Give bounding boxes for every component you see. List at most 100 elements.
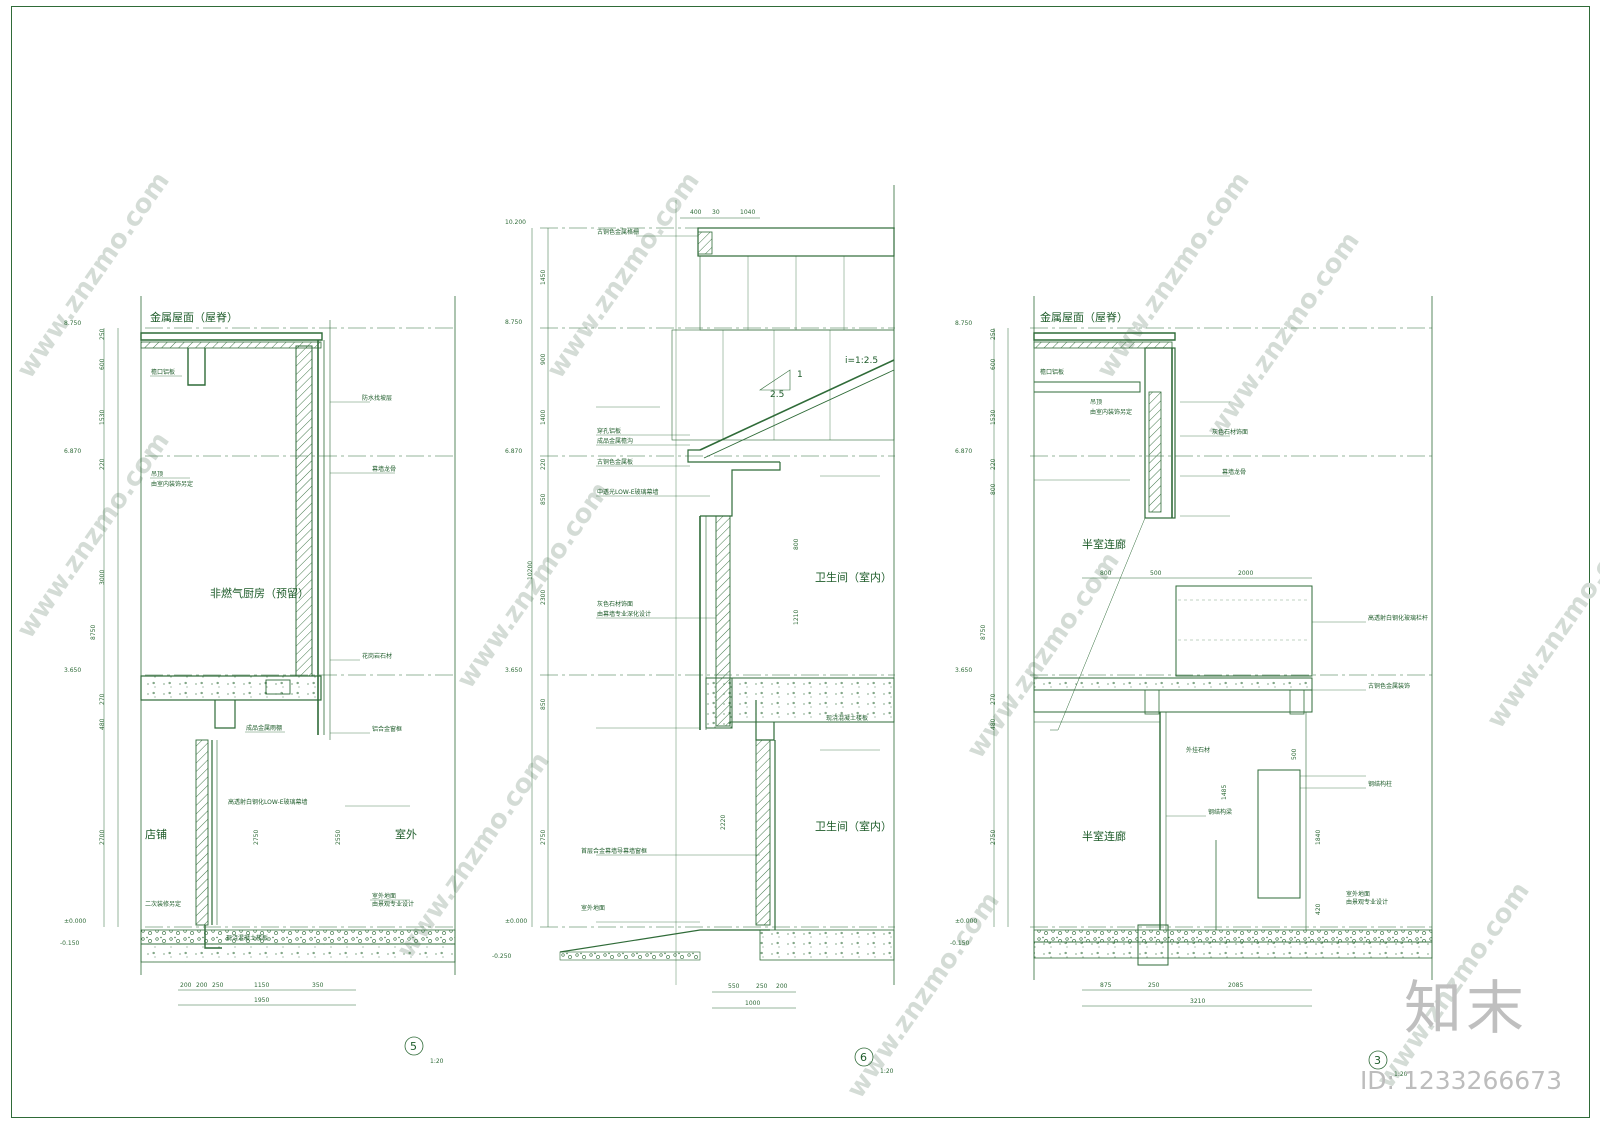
annotation: 中透光LOW-E玻璃幕墙 — [597, 488, 659, 496]
top-dim: 400 — [690, 209, 702, 216]
annotation: 成品金属雨棚 — [246, 724, 282, 732]
level-mark: 6.870 — [64, 448, 81, 455]
top-dim: 1040 — [740, 209, 755, 216]
annotation: 室外地面 — [1346, 890, 1370, 898]
height-dim: 10200 — [527, 561, 534, 580]
bottom-dim: 350 — [312, 982, 324, 989]
bottom-dim: 1000 — [745, 1000, 760, 1007]
watermark-text: www.znzmo.com — [961, 547, 1126, 764]
height-dim: 8750 — [90, 625, 97, 640]
watermark-text: www.znzmo.com — [1481, 517, 1600, 734]
top-dim: 800 — [1100, 570, 1112, 577]
bottom-dim: 2085 — [1228, 982, 1243, 989]
bottom-dim: 200 — [196, 982, 208, 989]
section-number: 6 — [860, 1051, 867, 1064]
level-mark: -0.250 — [492, 953, 512, 960]
height-dim: 8750 — [980, 625, 987, 640]
bottom-dim: 200 — [180, 982, 192, 989]
room-label: 半室连廊 — [1082, 829, 1126, 843]
level-mark: 6.870 — [505, 448, 522, 455]
watermark-text: www.znzmo.com — [11, 167, 176, 384]
height-dim: 250 — [99, 328, 106, 340]
height-dim: 2750 — [253, 830, 260, 845]
level-mark: ±0.000 — [505, 918, 527, 925]
annotation: 檐口铝板 — [151, 368, 175, 376]
level-mark: 8.750 — [955, 320, 972, 327]
height-dim: 270 — [990, 693, 997, 705]
annotation: 由室内装饰另定 — [1090, 408, 1132, 416]
level-mark: ±0.000 — [64, 918, 86, 925]
annotation: 现浇混凝土楼板 — [226, 934, 268, 942]
bottom-dim: 550 — [728, 983, 740, 990]
level-mark: 10.200 — [505, 219, 526, 226]
height-dim: 800 — [990, 483, 997, 495]
annotation: 檐口铝板 — [1040, 368, 1064, 376]
annotation: 由室内装饰另定 — [151, 480, 193, 488]
height-dim: 2220 — [720, 815, 727, 830]
annotation: 由景观专业设计 — [372, 900, 414, 908]
level-mark: -0.150 — [60, 940, 80, 947]
height-dim: 1485 — [1221, 785, 1228, 800]
slope-label: i=1:2.5 — [845, 356, 878, 366]
section-5-text: 金属屋面（屋脊） 非燃气厨房（预留） 店铺 室外 8.750 6.870 3.6… — [60, 310, 444, 1065]
annotation: 吊顶 — [1090, 399, 1102, 406]
annotation: 室外地面 — [581, 904, 605, 912]
annotation: 由景观专业设计 — [1346, 898, 1388, 906]
annotation: 室外地面 — [372, 892, 396, 900]
height-dim: 3000 — [99, 570, 106, 585]
level-mark: 8.750 — [64, 320, 81, 327]
watermark-layer: www.znzmo.com www.znzmo.com www.znzmo.co… — [11, 167, 1600, 1104]
height-dim: 220 — [990, 458, 997, 470]
annotation: 二次装修另定 — [145, 900, 181, 908]
section-scale: 1:20 — [880, 1068, 894, 1075]
height-dim: 220 — [540, 458, 547, 470]
height-dim: 1450 — [540, 270, 547, 285]
height-dim: 900 — [540, 353, 547, 365]
annotation: 钢结构梁 — [1208, 808, 1232, 816]
annotation: 外挂石材 — [1186, 746, 1210, 754]
roof-title: 金属屋面（屋脊） — [1040, 310, 1128, 324]
watermark-text: www.znzmo.com — [841, 887, 1006, 1104]
section-3 — [993, 296, 1433, 1070]
watermark-text: www.znzmo.com — [541, 167, 706, 384]
bottom-dim: 1150 — [254, 982, 269, 989]
height-dim: 250 — [990, 328, 997, 340]
height-dim: 220 — [99, 458, 106, 470]
height-dim: 2750 — [990, 830, 997, 845]
section-3-text: 金属屋面（屋脊） 半室连廊 半室连廊 8.750 6.870 3.650 ±0.… — [950, 310, 1428, 1078]
annotation: 由幕墙专业深化设计 — [597, 610, 651, 618]
height-dim: 1530 — [990, 410, 997, 425]
roof-title: 金属屋面（屋脊） — [150, 310, 238, 324]
height-dim: 800 — [793, 538, 800, 550]
annotation: 铝合金窗框 — [372, 725, 402, 733]
section-scale: 1:20 — [1394, 1071, 1408, 1078]
annotation: 幕墙龙骨 — [1222, 468, 1246, 476]
height-dim: 2550 — [335, 830, 342, 845]
room-label: 卫生间（室内） — [815, 570, 892, 584]
top-dim: 500 — [1150, 570, 1162, 577]
annotation: 灰色石材饰面 — [597, 600, 633, 608]
watermark-text: www.znzmo.com — [1201, 227, 1366, 444]
annotation: 高透射白钢化玻璃栏杆 — [1368, 614, 1428, 622]
annotation: 穿孔铝板 — [597, 427, 621, 435]
height-dim: 2300 — [540, 590, 547, 605]
watermark-text: www.znzmo.com — [451, 477, 616, 694]
annotation: 花岗岩石材 — [362, 652, 392, 660]
image-id-watermark: ID: 1233266673 — [1359, 1066, 1562, 1095]
height-dim: 600 — [99, 358, 106, 370]
annotation: 首层合金幕墙导幕墙窗框 — [581, 847, 647, 855]
section-number: 5 — [410, 1040, 417, 1053]
bottom-dim: 3210 — [1190, 998, 1205, 1005]
bottom-dim: 875 — [1100, 982, 1112, 989]
level-mark: 8.750 — [505, 319, 522, 326]
height-dim: 1840 — [1315, 830, 1322, 845]
annotation: 幕墙龙骨 — [372, 465, 396, 473]
slope-ratio: 2.5 — [770, 390, 784, 400]
annotation: 古铜色金属格栅 — [597, 228, 639, 236]
bottom-dim: 250 — [212, 982, 224, 989]
annotation: 高透射白钢化LOW-E玻璃幕墙 — [228, 798, 308, 806]
section-6 — [531, 185, 895, 1067]
top-dim: 2000 — [1238, 570, 1253, 577]
height-dim: 850 — [540, 698, 547, 710]
